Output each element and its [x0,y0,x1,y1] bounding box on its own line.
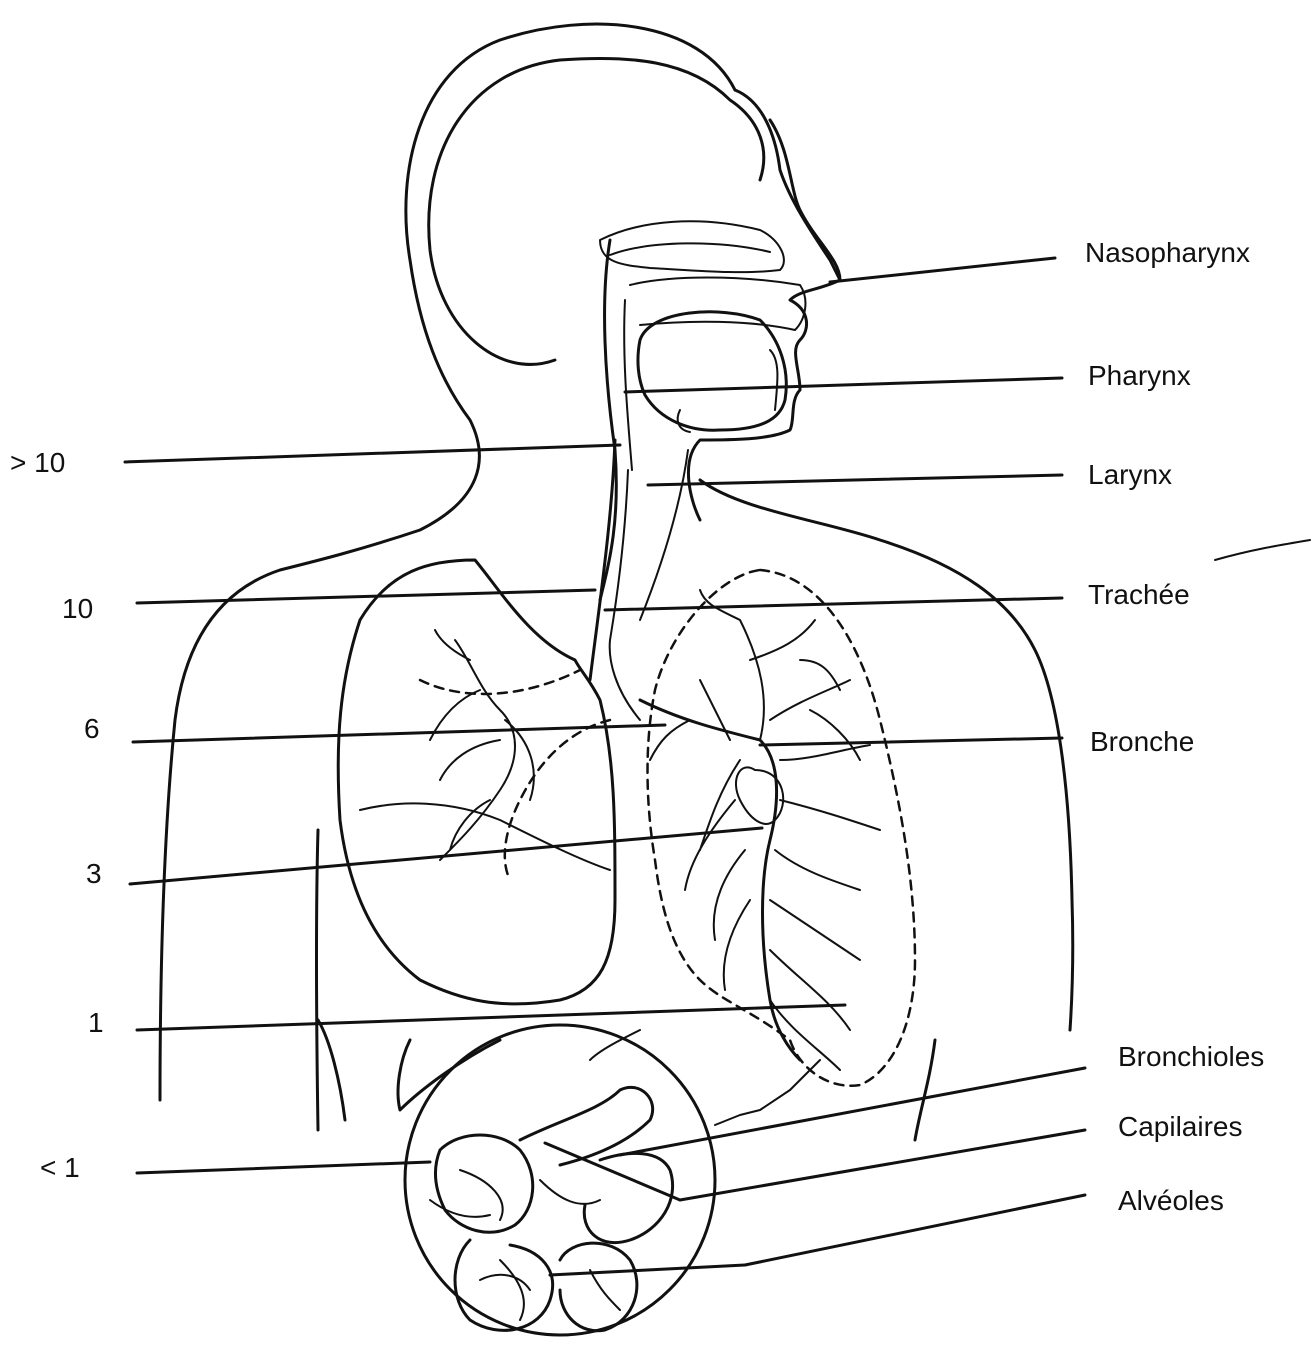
body-outline [160,24,1073,1140]
label-capilaires: Capilaires [1118,1111,1243,1142]
labels-right: Nasopharynx Pharynx Larynx Trachée Bronc… [1085,237,1264,1216]
stray-mark [1215,540,1310,560]
label-6: 6 [84,713,100,744]
label-larynx: Larynx [1088,459,1172,490]
label-gt10: > 10 [10,447,65,478]
left-lung [338,560,615,1110]
leader-lines [125,258,1085,1275]
label-lt1: < 1 [40,1152,80,1183]
label-10: 10 [62,593,93,624]
alveoli-inset [405,1025,715,1335]
label-bronche: Bronche [1090,726,1194,757]
labels-left: > 10 10 6 3 1 < 1 [10,447,104,1183]
label-pharynx: Pharynx [1088,360,1191,391]
bronchiole-detail [715,1060,820,1125]
label-alveoles: Alvéoles [1118,1185,1224,1216]
label-nasopharynx: Nasopharynx [1085,237,1250,268]
label-1: 1 [88,1007,104,1038]
label-trachee: Trachée [1088,579,1190,610]
label-bronchioles: Bronchioles [1118,1041,1264,1072]
label-3: 3 [86,858,102,889]
